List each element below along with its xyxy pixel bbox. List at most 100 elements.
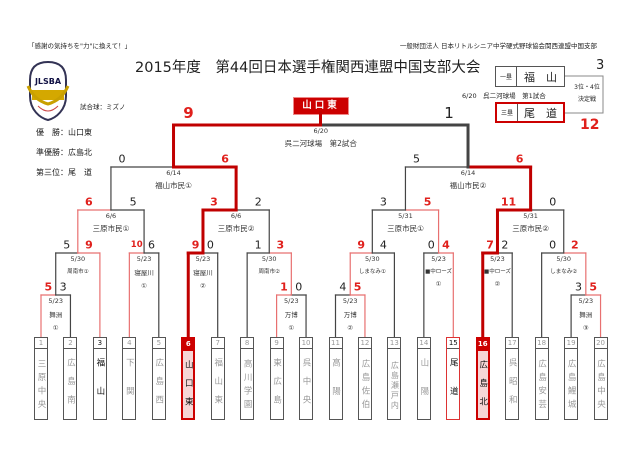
- team-number: 2: [64, 338, 77, 349]
- organization: 一般財団法人 日本リトルシニア中学硬式野球協会関西連盟中国支部: [399, 42, 597, 50]
- game-num: ②: [347, 324, 354, 332]
- game-score: 2: [501, 238, 509, 252]
- team-slot: 18 広島安芸: [534, 337, 549, 420]
- team-number: 8: [241, 338, 254, 349]
- team-number: 10: [300, 339, 313, 349]
- game-num: ①: [288, 324, 295, 332]
- third-place-label: 3位・4位 決定戦: [574, 82, 600, 106]
- team-number: 18: [535, 339, 548, 349]
- game-score: 0: [206, 238, 214, 252]
- game-score: 3: [276, 238, 285, 252]
- game-date: 5/23: [195, 255, 211, 263]
- game-venue: 周南市②: [258, 269, 280, 275]
- game-venue: ■中ローズ: [425, 269, 453, 275]
- game-venue: しまなみ②: [550, 269, 578, 275]
- result-value: 尾 道: [68, 168, 92, 177]
- team-number: 19: [565, 339, 578, 349]
- team-name: 広島佐伯: [359, 359, 370, 413]
- game-score: 4: [339, 280, 347, 294]
- game-score: 4: [442, 238, 450, 252]
- game-score: 3: [59, 280, 67, 294]
- game-date: 5/23: [284, 297, 299, 305]
- game-num: ①: [435, 280, 442, 288]
- game-score: 5: [63, 238, 71, 252]
- game-score: 0: [427, 238, 435, 252]
- game-venue: 呉二河球場 第2試合: [284, 139, 357, 148]
- result-third: 第三位：尾 道: [36, 168, 92, 177]
- result-champion: 優 勝：山口東: [36, 128, 92, 137]
- game-score: 9: [183, 104, 194, 122]
- third-place-bracket: [565, 75, 604, 114]
- game-score: 6: [221, 152, 229, 166]
- game-score: 2: [254, 195, 262, 209]
- league-logo: JLSBA: [26, 60, 70, 122]
- game-date: 6/20: [313, 127, 329, 135]
- team-name: 広島安芸: [536, 359, 547, 413]
- game-date: 5/23: [342, 297, 358, 305]
- third-place-team-1: 一塁 福 山: [495, 66, 565, 87]
- game-date: 5/23: [578, 297, 594, 305]
- game-venue: 寝屋川: [193, 269, 213, 277]
- game-venue: 万博: [284, 311, 298, 319]
- game-score: 1: [254, 238, 262, 252]
- result-value: 広島北: [68, 148, 92, 157]
- team-name: 山陽: [418, 357, 429, 415]
- team-slot: 12 広島佐伯: [357, 337, 372, 420]
- game-score: 5: [412, 152, 420, 166]
- result-runner-up: 準優勝：広島北: [36, 148, 92, 157]
- team-name: 広島中央: [595, 359, 606, 413]
- third-place-score-2: 12: [580, 117, 600, 133]
- team-number: 4: [123, 338, 136, 349]
- team-number: 1: [35, 338, 47, 349]
- game-score: 5: [44, 280, 53, 294]
- team-slot: 1 三原中央: [34, 337, 48, 420]
- game-score: 5: [423, 195, 432, 209]
- side-label: 一塁: [496, 67, 517, 86]
- team-name: 三原中央: [36, 359, 46, 413]
- team-slot: 4 下関: [122, 337, 137, 420]
- game-score: 9: [191, 238, 200, 252]
- game-score: 5: [589, 280, 598, 294]
- game-date: 5/31: [523, 212, 538, 220]
- team-number: 13: [388, 339, 401, 349]
- result-label: 優 勝: [36, 128, 60, 137]
- game-venue: 舞洲: [579, 311, 593, 319]
- ball-info: 試合球：ミズノ: [80, 103, 126, 111]
- team-name: 呉昭和: [507, 358, 518, 414]
- team-number: 20: [594, 339, 607, 349]
- team-number: 6: [183, 339, 194, 351]
- game-date: 5/30: [70, 255, 86, 263]
- label-line: 3位・4位: [574, 84, 600, 91]
- game-date: 6/6: [105, 212, 117, 220]
- game-score: 1: [444, 104, 454, 122]
- game-score: 3: [574, 280, 582, 294]
- game-score: 5: [129, 195, 137, 209]
- game-date: 5/30: [261, 255, 277, 263]
- team-name: 東広島: [271, 358, 282, 414]
- game-score: 2: [570, 238, 579, 252]
- team-name: 下関: [124, 357, 135, 415]
- team-slot: 19 広島鯉城: [564, 337, 579, 420]
- team-name: 広島鯉城: [566, 359, 577, 413]
- third-place-team-2: 三塁 尾 道: [495, 102, 565, 123]
- team-number: 12: [358, 339, 371, 349]
- label-line: 決定戦: [577, 96, 597, 103]
- team-number: 16: [477, 339, 488, 351]
- game-num: ③: [582, 324, 589, 332]
- game-date: 5/30: [365, 255, 380, 263]
- team-name: 高川学園: [242, 359, 253, 413]
- team-name: 福山東: [212, 358, 223, 414]
- game-score: 4: [379, 238, 387, 252]
- game-info: 5/23 万博 ①: [284, 297, 299, 332]
